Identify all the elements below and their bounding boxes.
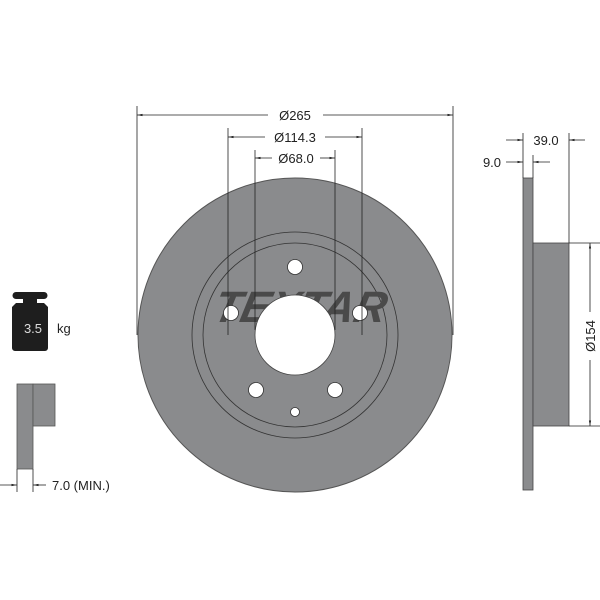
- disc-profile: [522, 177, 534, 491]
- center-bore: [254, 294, 336, 376]
- hat-ring-outer: [191, 231, 399, 439]
- outer-diameter-label: Ø265: [279, 108, 311, 123]
- hat-profile: [532, 242, 570, 427]
- disc-thickness-label: 9.0: [483, 155, 501, 170]
- bolt-hole: [352, 305, 368, 321]
- bolt-hole: [287, 259, 303, 275]
- bolt-hole: [223, 305, 239, 321]
- weight-icon: [12, 292, 48, 351]
- pcd-label: Ø114.3: [274, 130, 316, 145]
- hat-diameter-label: Ø154: [583, 320, 598, 352]
- bolt-holes: [223, 259, 368, 417]
- bolt-hole: [248, 382, 264, 398]
- min-thickness-profile: [0, 383, 56, 492]
- min-thickness-label: 7.0 (MIN.): [52, 478, 110, 493]
- front-view: TEXTAR Ø265 Ø114.3: [136, 106, 454, 493]
- hat-ring-inner: [202, 242, 388, 428]
- extension-lines: [136, 106, 454, 335]
- locator-hole: [290, 407, 300, 417]
- bolt-hole: [327, 382, 343, 398]
- weight-value: 3.5: [24, 321, 42, 336]
- side-view: 39.0 9.0 Ø154: [483, 133, 600, 491]
- center-bore-label: Ø68.0: [278, 151, 313, 166]
- weight-unit: kg: [57, 321, 71, 336]
- overall-height-label: 39.0: [533, 133, 558, 148]
